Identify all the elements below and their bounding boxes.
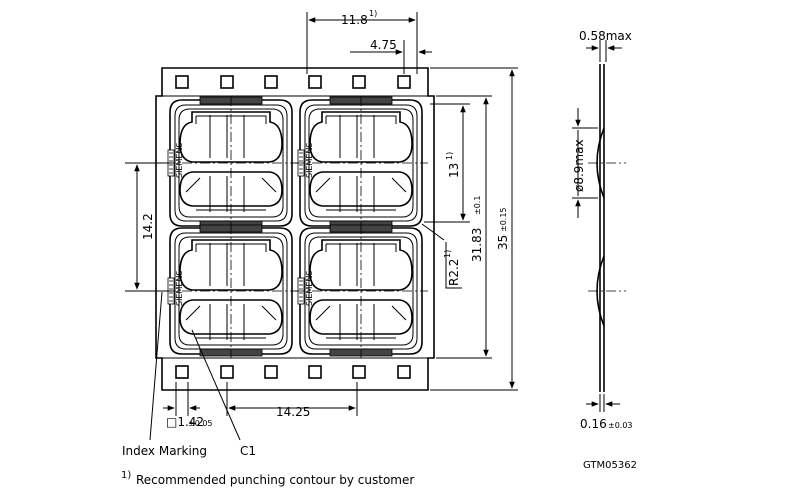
chip-module-bottom-right: [293, 223, 429, 359]
module-marking: SIEMENS: [175, 142, 184, 178]
dim-13-value: 13: [447, 163, 461, 178]
dim-35-tol: ±0.15: [499, 207, 508, 232]
sprocket-holes-top: [175, 75, 411, 89]
dimension-13: [424, 103, 470, 223]
dimension-tape-thickness: [586, 394, 620, 412]
dimension-35: [430, 67, 518, 391]
chip-module-top-right: [293, 95, 429, 231]
dimension-14-2: [125, 162, 172, 292]
dim-31-83-value: 31.83: [470, 228, 484, 262]
c1-label: C1: [240, 444, 256, 458]
dim-11-8-value: 11.8: [341, 13, 368, 27]
dim-11-8-note: 1): [369, 9, 377, 18]
dim-4-75-value: 4.75: [370, 38, 397, 52]
dimension-4-75: [350, 40, 432, 74]
c1-leader: [191, 329, 241, 441]
module-marking: SIEMENS: [305, 142, 314, 178]
footnote-mark: 1): [121, 470, 131, 481]
dim-14-25-value: 14.25: [276, 405, 310, 419]
dimension-thickness-max: [586, 40, 622, 62]
dimension-r2-2: [421, 223, 462, 289]
dim-14-2-value: 14.2: [141, 213, 155, 240]
dim-13-note: 1): [445, 152, 454, 160]
index-marking-leader: [149, 291, 163, 441]
side-view: [588, 64, 626, 392]
dim-hole-size-value: □1.42: [166, 415, 204, 429]
side-diameter-value: ø8.9max: [572, 139, 586, 192]
dimension-diameter: [572, 108, 598, 218]
dim-31-83-tol: ±0.1: [473, 196, 482, 215]
module-marking: SIEMENS: [175, 270, 184, 306]
dim-hole-size-tol: ±0.05: [188, 419, 213, 428]
footnote-text: Recommended punching contour by customer: [136, 473, 414, 487]
dim-r2-2-value: R2.2: [447, 259, 461, 286]
index-marking-label: Index Marking: [122, 444, 207, 458]
side-thickness-max-value: 0.58max: [579, 29, 632, 43]
tape-outline: [155, 67, 435, 391]
drawing-id: GTM05362: [583, 460, 637, 471]
dim-r2-2-note: 1): [443, 250, 452, 258]
side-tape-thickness-tol: ±0.03: [608, 421, 633, 430]
sprocket-holes-bottom: [175, 365, 411, 379]
dim-35-value: 35: [496, 235, 510, 250]
side-tape-thickness-value: 0.16: [580, 417, 607, 431]
dimension-31-83: [436, 95, 492, 359]
chip-module-top-left: [163, 95, 299, 231]
module-marking: SIEMENS: [305, 270, 314, 306]
chip-module-bottom-left: [163, 223, 299, 359]
dimension-hole-size: [163, 382, 200, 416]
dimension-11-8: [306, 12, 418, 74]
